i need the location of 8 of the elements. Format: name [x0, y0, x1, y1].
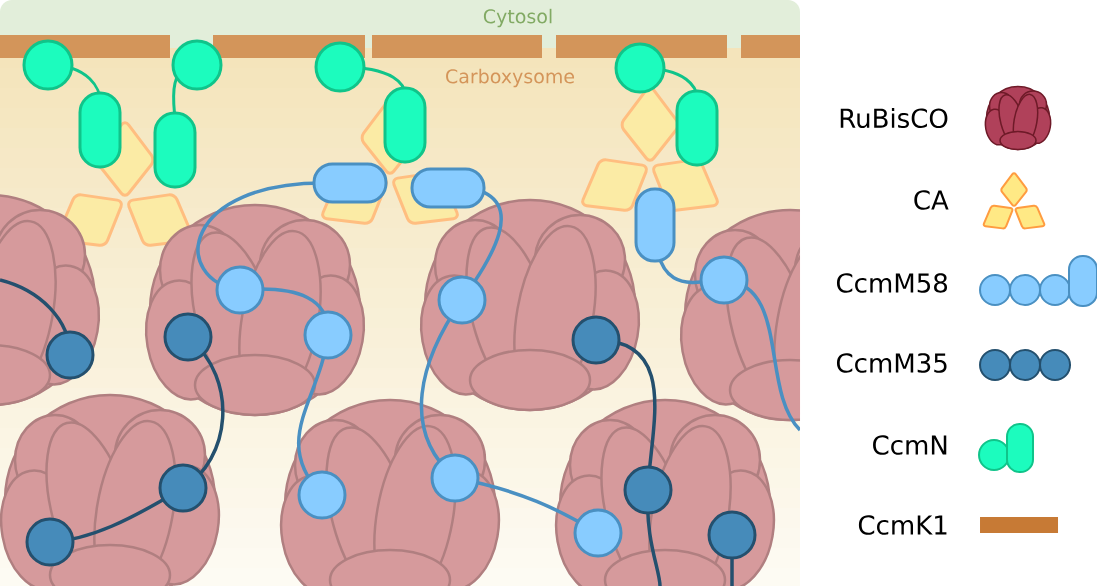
legend-label: CcmM35	[837, 353, 947, 373]
legend-label: RuBisCO	[840, 107, 948, 129]
legend-label: CcmM58	[837, 273, 948, 293]
region-label: Carboxysome	[446, 68, 575, 88]
region-label: Cytosol	[483, 8, 552, 28]
legend-label: CcmK1	[858, 515, 947, 535]
legend-label: CA	[914, 190, 949, 210]
legend-label: CcmN	[873, 435, 947, 455]
